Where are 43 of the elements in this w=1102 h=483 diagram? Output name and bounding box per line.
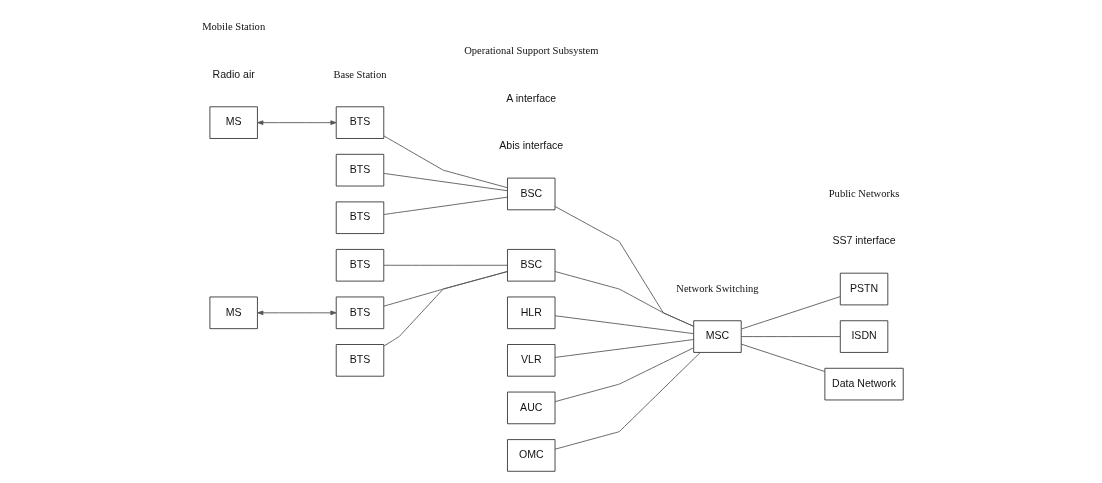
label: Operational Support Subsystem xyxy=(463,45,598,57)
node-box: MSC xyxy=(692,320,742,353)
label: Mobile Station xyxy=(201,21,265,33)
label: Base Station xyxy=(332,68,387,80)
node-box: BSC xyxy=(506,249,555,282)
node-box: AUC xyxy=(506,391,555,425)
connector xyxy=(740,336,841,338)
connector xyxy=(554,352,701,450)
connector xyxy=(383,271,508,347)
node-box: BSC xyxy=(506,177,555,211)
node-box: OMC xyxy=(506,439,555,472)
arrow xyxy=(256,120,337,125)
connector xyxy=(554,339,694,358)
label: Radio air xyxy=(212,67,255,80)
node-box: BTS xyxy=(335,153,384,187)
connector xyxy=(382,135,508,189)
label: SS7 interface xyxy=(831,234,896,247)
connector xyxy=(554,347,694,403)
connector xyxy=(383,173,508,192)
label: Public Networks xyxy=(828,187,899,199)
arrow xyxy=(256,310,337,316)
connector xyxy=(554,271,694,327)
node-box: ISDN xyxy=(839,320,888,353)
connector xyxy=(383,264,508,266)
node-box: BTS xyxy=(335,249,384,282)
connector xyxy=(740,296,841,330)
node-box: HLR xyxy=(506,296,555,330)
connector xyxy=(740,343,825,372)
node-box: MS xyxy=(208,296,258,330)
label: Network Switching xyxy=(675,282,759,294)
connector xyxy=(554,206,694,327)
label: Abis interface xyxy=(498,139,563,152)
label: A interface xyxy=(505,91,556,104)
node-box: PSTN xyxy=(839,272,888,306)
node-box: MS xyxy=(208,106,258,139)
node-box: BTS xyxy=(335,106,384,139)
node-box: BTS xyxy=(335,201,384,234)
connector xyxy=(383,196,508,215)
node-box: Data Network xyxy=(823,367,904,401)
node-box: VLR xyxy=(506,344,555,377)
node-box: BTS xyxy=(335,344,384,377)
connector xyxy=(554,315,694,335)
node-box: BTS xyxy=(335,296,384,330)
